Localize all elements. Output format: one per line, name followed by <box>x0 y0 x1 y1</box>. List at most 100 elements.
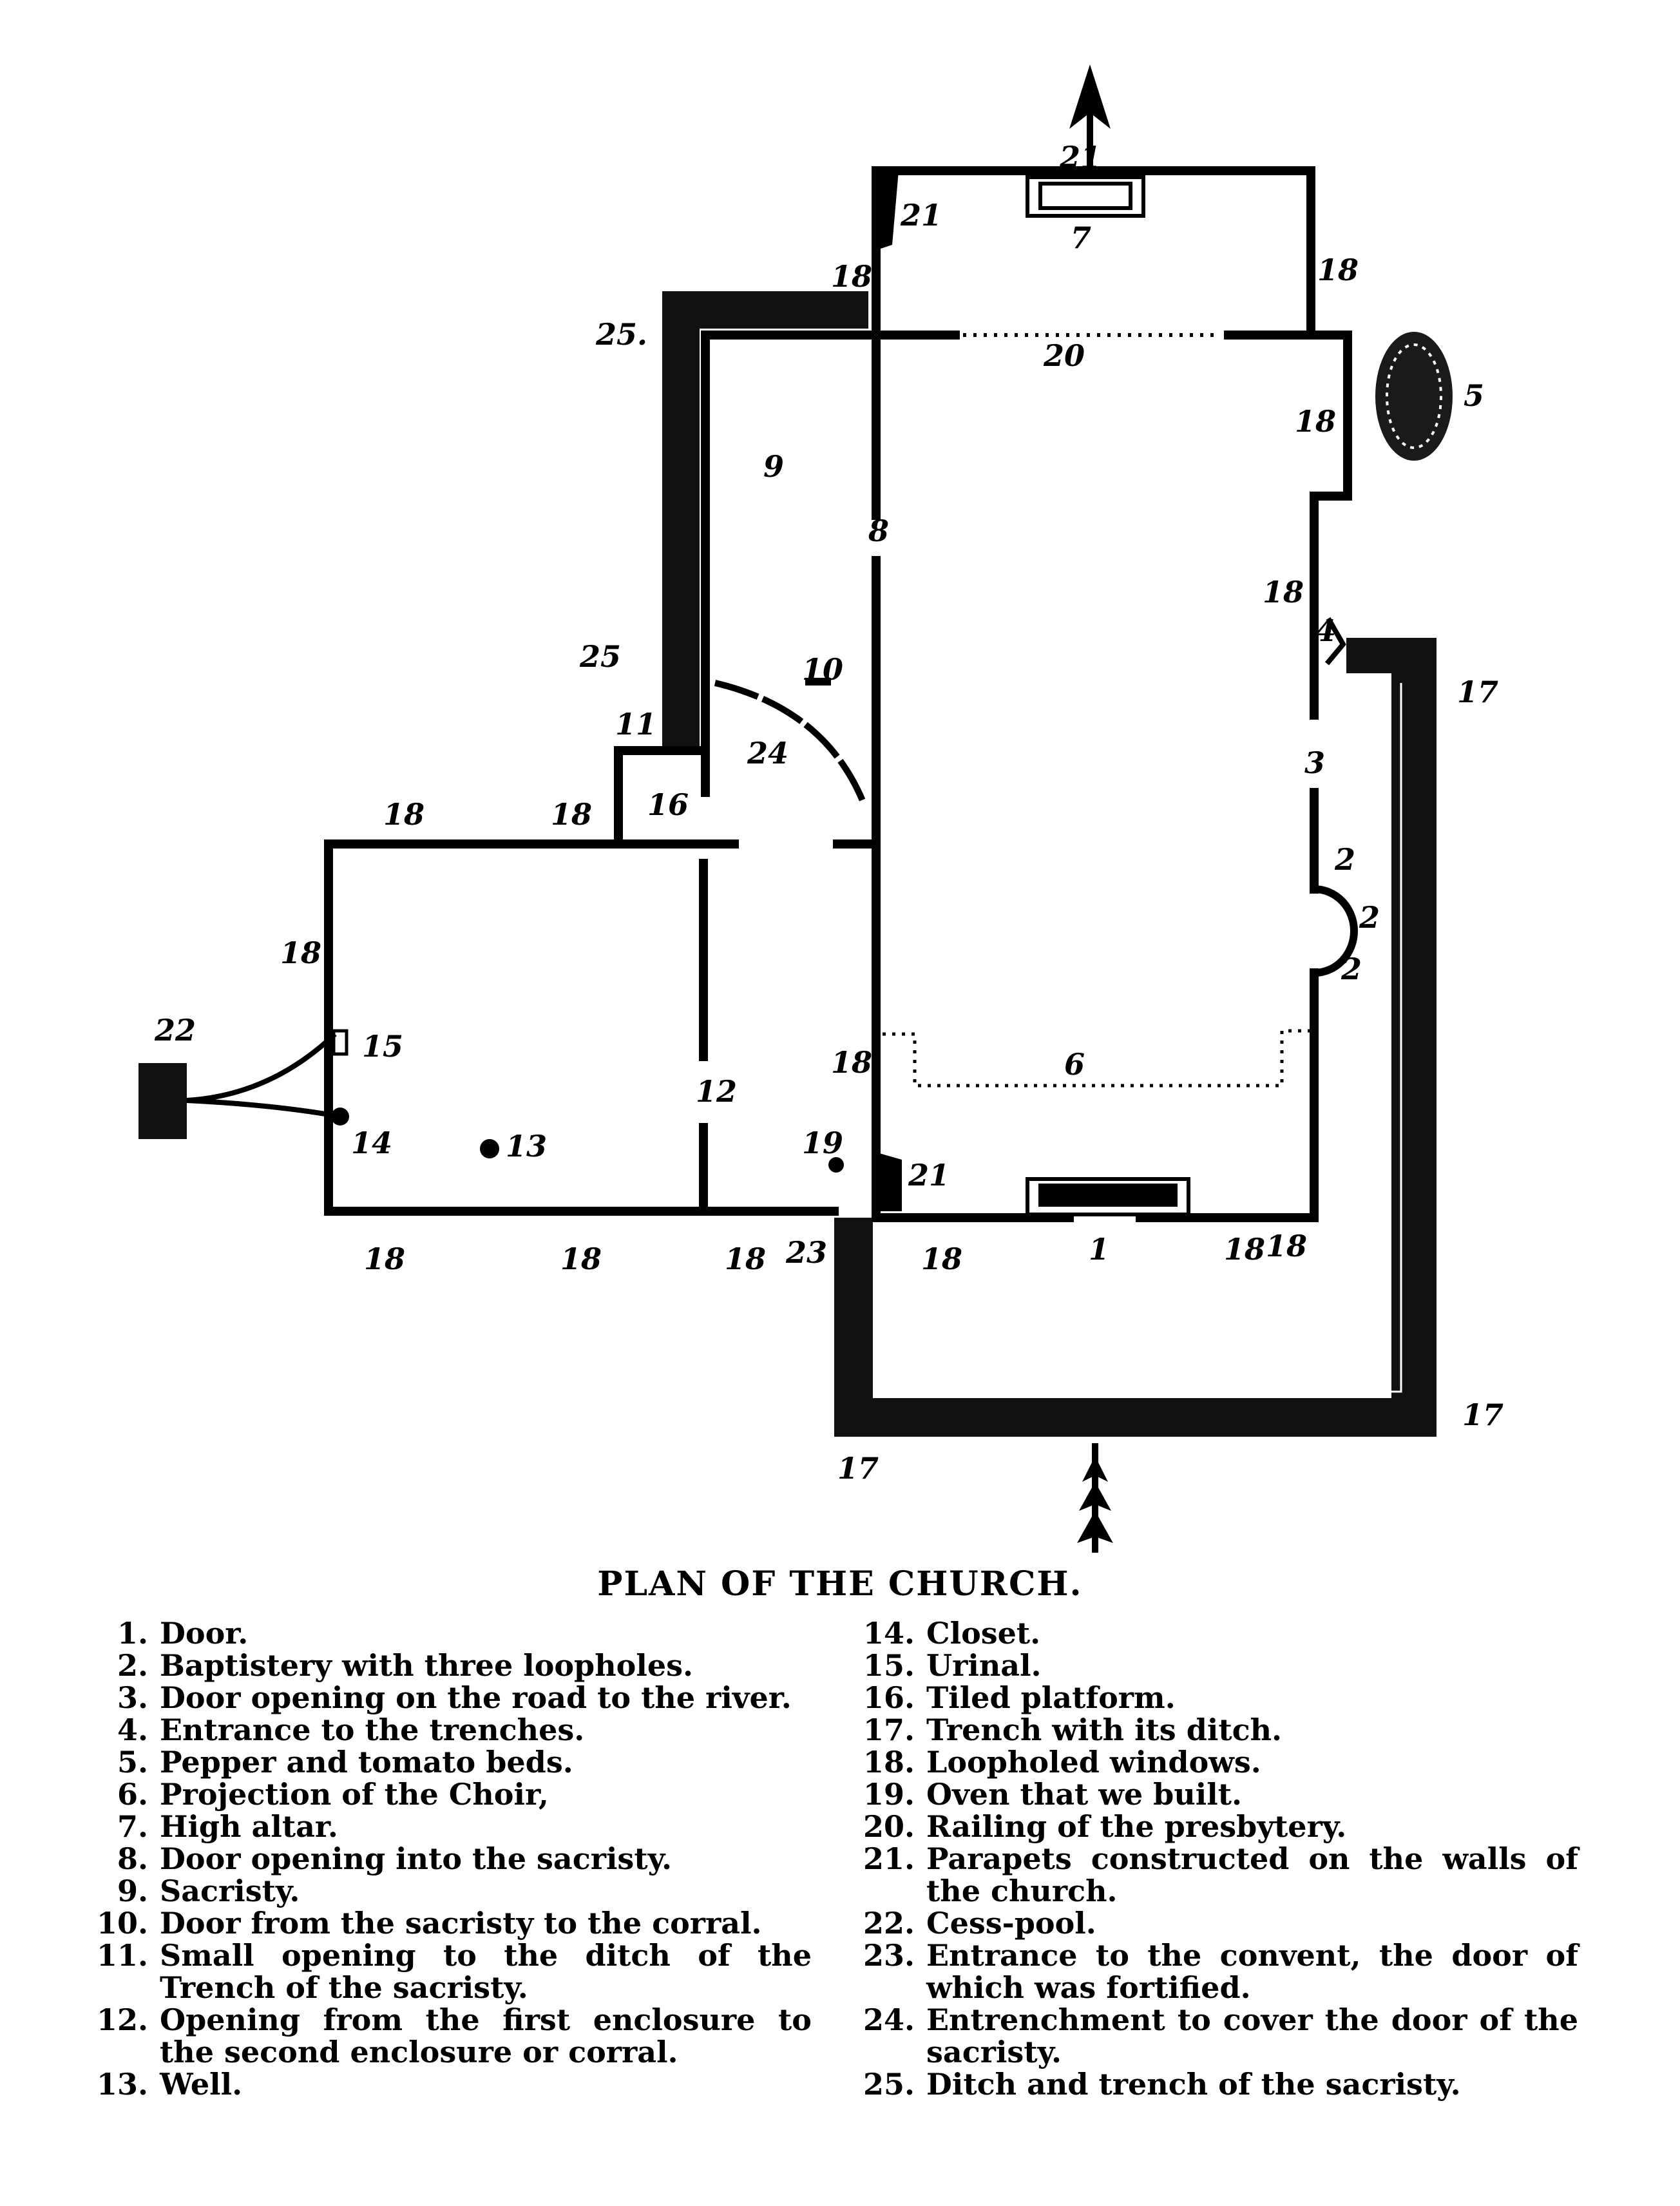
legend-number: 15. <box>863 1648 915 1683</box>
legend-text: Trench with its ditch. <box>926 1712 1283 1747</box>
label-23: 23 <box>785 1235 827 1270</box>
high-altar <box>1026 175 1145 218</box>
label-1: 1 <box>1089 1232 1109 1267</box>
label-8: 8 <box>868 513 889 548</box>
legend-item: 14. Closet. <box>837 1617 1578 1649</box>
label-18k: 18 <box>725 1242 766 1276</box>
legend-text: Cess-pool. <box>926 1906 1096 1941</box>
legend-left: 1.Door.2.Baptistery with three loopholes… <box>71 1617 812 2100</box>
legend-text: Entrance to the convent, the door of whi… <box>926 1938 1578 2005</box>
legend-item: 16.Tiled platform. <box>837 1682 1578 1714</box>
label-18a: 18 <box>831 259 872 294</box>
label-7: 7 <box>1071 220 1091 255</box>
label-12: 12 <box>696 1074 737 1109</box>
legend-item: 7.High altar. <box>71 1810 812 1843</box>
legend-item: 10. Door from the sacristy to the corral. <box>71 1907 812 1939</box>
legend-item: 21.Parapets constructed on the walls of … <box>837 1843 1578 1907</box>
label-16: 16 <box>647 787 689 822</box>
legend-text: Small opening to the ditch of the Trench… <box>160 1938 812 2005</box>
sacristy-trench <box>662 291 868 747</box>
legend-number: 10. <box>96 1906 148 1941</box>
label-18f: 18 <box>551 797 592 832</box>
legend-item: 18.Loopholed windows. <box>837 1746 1578 1778</box>
legend-text: Ditch and trench of the sacristy. <box>926 2067 1461 2102</box>
main-door <box>1026 1177 1190 1216</box>
legend-number: 16. <box>863 1680 915 1715</box>
label-25b: 25 <box>579 639 621 674</box>
label-11: 11 <box>615 707 656 742</box>
legend-item: 13.Well. <box>71 2068 812 2100</box>
legend-number: 8. <box>117 1841 148 1876</box>
legend-number: 24. <box>863 2002 915 2037</box>
main-trench <box>834 638 1437 1437</box>
label-18g: 18 <box>280 935 321 970</box>
label-17a: 17 <box>1457 675 1498 709</box>
label-10: 10 <box>802 652 843 687</box>
legend-item: 8.Door opening into the sacristy. <box>71 1843 812 1875</box>
legend-number: 5. <box>117 1745 148 1779</box>
legend-number: 4. <box>117 1712 148 1747</box>
label-18j: 18 <box>560 1242 602 1276</box>
legend-item: 22. Cess-pool. <box>837 1907 1578 1939</box>
legend-text: Door. <box>160 1616 249 1651</box>
legend-number: 22. <box>863 1906 915 1941</box>
legend-text: Projection of the Choir, <box>160 1777 549 1812</box>
parapet-south <box>879 1153 902 1211</box>
label-18e: 18 <box>383 797 425 832</box>
label-18n: 18 <box>1266 1229 1307 1263</box>
legend-text: Baptistery with three loopholes. <box>160 1648 693 1683</box>
label-14: 14 <box>351 1126 392 1160</box>
legend-number: 13. <box>96 2067 148 2102</box>
legend-number: 12. <box>96 2002 148 2037</box>
beds-texture <box>1386 343 1442 449</box>
legend-text: Closet. <box>926 1616 1041 1651</box>
legend-right: 14. Closet.15.Urinal.16.Tiled platform.17… <box>837 1617 1578 2100</box>
legend-item: 17.Trench with its ditch. <box>837 1714 1578 1746</box>
label-22: 22 <box>154 1013 196 1048</box>
well <box>480 1139 499 1158</box>
baptistery <box>1313 885 1358 977</box>
legend-text: Sacristy. <box>160 1874 300 1908</box>
south-arrow <box>1077 1443 1113 1553</box>
legend-number: 11. <box>96 1938 148 1973</box>
legend-text: Oven that we built. <box>926 1777 1242 1812</box>
legend-item: 1. Door. <box>71 1617 812 1649</box>
legend-number: 7. <box>117 1809 148 1844</box>
label-6: 6 <box>1064 1047 1085 1082</box>
legend-item: 12.Opening from the first enclosure to t… <box>71 2004 812 2068</box>
label-17c: 17 <box>837 1451 879 1486</box>
label-13: 13 <box>506 1129 547 1164</box>
legend-item: 20.Railing of the presbytery. <box>837 1810 1578 1843</box>
church-walls <box>324 166 1352 1222</box>
legend-item: 23.Entrance to the convent, the door of … <box>837 1939 1578 2004</box>
label-18m: 18 <box>1224 1232 1265 1267</box>
label-2b: 2 <box>1359 900 1380 935</box>
legend-number: 3. <box>117 1680 148 1715</box>
church-plan-diagram: 1 2 2 2 3 4 5 6 7 8 9 10 11 12 13 14 15 … <box>138 64 1503 1553</box>
legend-text: Door from the sacristy to the corral. <box>160 1906 762 1941</box>
label-25a: 25. <box>595 317 647 352</box>
legend-item: 25. Ditch and trench of the sacristy. <box>837 2068 1578 2100</box>
legend-text: Entrance to the trenches. <box>160 1712 585 1747</box>
legend-item: 15.Urinal. <box>837 1649 1578 1682</box>
drain-lines <box>186 1032 341 1119</box>
label-18h: 18 <box>831 1045 872 1080</box>
legend-number: 1. <box>117 1616 148 1651</box>
label-18l: 18 <box>921 1242 962 1276</box>
legend-item: 6. Projection of the Choir, <box>71 1778 812 1810</box>
label-18b: 18 <box>1317 253 1359 287</box>
legend-text: Entrenchment to cover the door of the sa… <box>926 2002 1578 2069</box>
label-18d: 18 <box>1263 575 1304 609</box>
pepper-tomato-beds <box>1375 332 1453 461</box>
label-3: 3 <box>1304 745 1325 780</box>
parapet-north <box>873 171 899 251</box>
label-4: 4 <box>1315 613 1336 648</box>
legend-number: 6. <box>117 1777 148 1812</box>
legend-number: 14. <box>863 1616 915 1651</box>
legend-text: Door opening on the road to the river. <box>160 1680 792 1715</box>
plan-title: PLAN OF THE CHURCH. <box>597 1564 1083 1604</box>
label-20: 20 <box>1043 338 1085 373</box>
legend-text: Pepper and tomato beds. <box>160 1745 573 1779</box>
label-21c: 21 <box>908 1158 950 1193</box>
legend-number: 25. <box>863 2067 915 2102</box>
